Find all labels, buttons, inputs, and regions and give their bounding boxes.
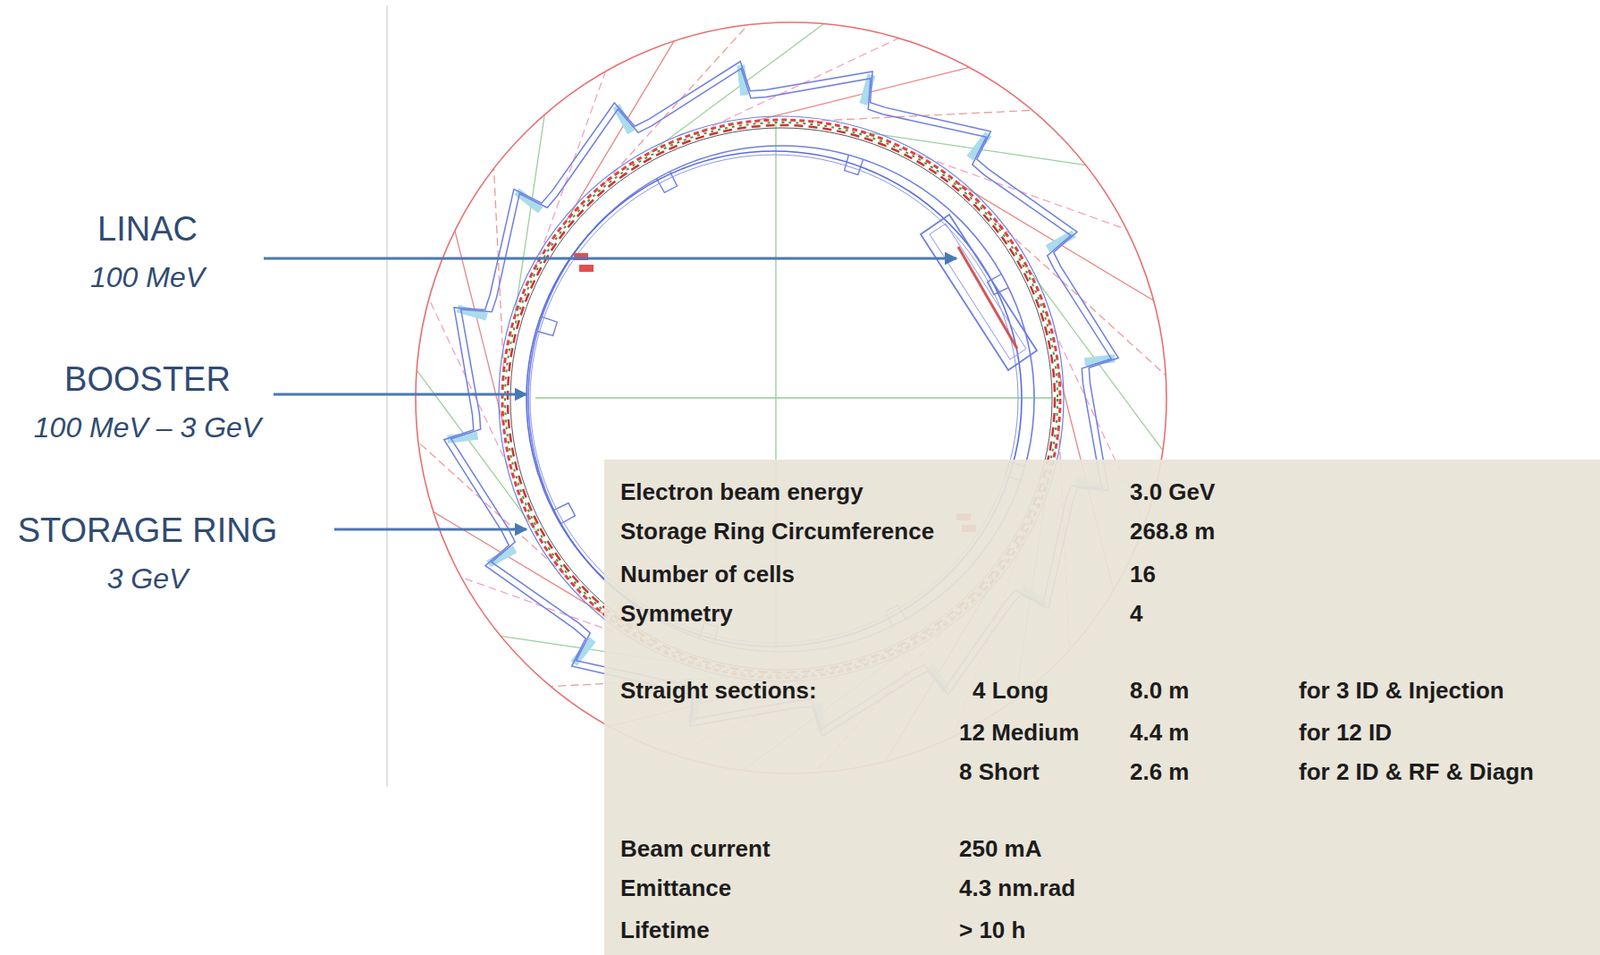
beamline-ray — [418, 441, 566, 575]
label-holder: 250 mA — [959, 835, 1043, 863]
table-cell: Beam current — [620, 835, 771, 863]
table-cell: Electron beam energy — [620, 479, 864, 506]
label-holder: > 10 h — [959, 917, 1026, 944]
linac-enclosure — [929, 223, 1027, 360]
label-holder: 100 MeV — [90, 261, 205, 295]
label-holder: Number of cells — [620, 561, 795, 589]
magnet-symbol — [579, 264, 594, 272]
label-holder: for 2 ID & RF & Diagn — [1298, 758, 1534, 786]
beamline-ray — [565, 41, 674, 222]
label-holder: Electron beam energy — [620, 479, 864, 506]
label-holder: for 12 ID — [1298, 719, 1392, 747]
label-holder: 4 Long — [972, 677, 1049, 705]
table-cell: 4.4 m — [1129, 719, 1190, 747]
table-cell: for 2 ID & RF & Diagn — [1298, 758, 1534, 786]
beamline-ray — [958, 183, 1154, 301]
label-holder: 268.8 m — [1129, 518, 1215, 546]
energy-label: 100 MeV — [90, 261, 205, 295]
grid-line — [386, 5, 388, 787]
label-holder: Emittance — [620, 875, 732, 902]
leader-arrow — [273, 393, 527, 396]
label-holder: Beam current — [620, 835, 771, 863]
beamline-ray — [514, 114, 546, 318]
table-cell: 268.8 m — [1129, 518, 1215, 546]
label-holder: Storage Ring Circumference — [620, 518, 935, 546]
label-holder: 16 — [1129, 561, 1156, 589]
table-cell: Lifetime — [620, 917, 710, 944]
label-holder: 3.0 GeV — [1129, 479, 1215, 506]
axis-line — [535, 396, 1052, 398]
label-holder: 3 GeV — [107, 562, 189, 596]
table-cell: for 12 ID — [1298, 719, 1392, 747]
beamline-ray — [754, 67, 969, 121]
label-holder: STORAGE RING — [17, 511, 278, 551]
table-cell: Number of cells — [620, 561, 795, 589]
label-holder: 100 MeV – 3 GeV — [33, 411, 262, 445]
beamline-ray — [649, 24, 824, 153]
energy-label: 3 GeV — [107, 562, 189, 596]
beamline-ray — [535, 71, 606, 267]
beamline-ray — [1027, 267, 1163, 450]
table-cell: for 3 ID & Injection — [1298, 677, 1505, 705]
label-holder: for 3 ID & Injection — [1298, 677, 1505, 705]
label-holder: 8.0 m — [1129, 677, 1190, 705]
beamline-ray — [433, 511, 605, 614]
label-holder: BOOSTER — [64, 360, 231, 400]
table-cell: 3.0 GeV — [1129, 479, 1215, 506]
label-holder: 8 Short — [959, 758, 1040, 786]
table-cell: Straight sections: — [620, 677, 817, 705]
label-holder: 4 — [1129, 600, 1143, 628]
linac-tube — [958, 246, 1018, 349]
table-cell: Symmetry — [620, 600, 733, 628]
table-cell: 12 Medium — [959, 719, 1079, 747]
machine-name: STORAGE RING — [17, 511, 278, 551]
beamline-ray — [454, 230, 505, 426]
leader-arrow — [334, 528, 527, 531]
table-cell: > 10 h — [959, 917, 1026, 944]
linac-enclosure — [920, 214, 1037, 371]
table-cell: Storage Ring Circumference — [620, 518, 935, 546]
label-holder: 12 Medium — [959, 719, 1079, 747]
table-cell: Emittance — [620, 875, 732, 902]
machine-name: BOOSTER — [64, 360, 231, 400]
table-cell: 8 Short — [959, 758, 1040, 786]
table-cell: 250 mA — [959, 835, 1043, 863]
table-cell: 4 — [1129, 600, 1143, 628]
beamline-ray — [700, 38, 899, 133]
leader-arrow — [263, 257, 957, 261]
label-holder: Symmetry — [620, 600, 733, 628]
machine-name: LINAC — [97, 210, 198, 250]
energy-label: 100 MeV – 3 GeV — [33, 411, 262, 445]
label-holder: Lifetime — [620, 917, 710, 944]
label-holder: 4.3 nm.rad — [959, 875, 1076, 902]
label-holder: LINAC — [97, 210, 198, 250]
label-holder: Straight sections: — [620, 677, 817, 705]
table-cell: 2.6 m — [1129, 758, 1190, 786]
table-cell: 4.3 nm.rad — [959, 875, 1076, 902]
wall-notch — [656, 171, 678, 194]
table-cell: 16 — [1129, 561, 1156, 589]
table-cell: 8.0 m — [1129, 677, 1190, 705]
wall-notch — [554, 503, 576, 524]
label-holder: 2.6 m — [1129, 758, 1190, 786]
table-cell: 4 Long — [972, 677, 1049, 705]
label-holder: 4.4 m — [1129, 719, 1190, 747]
